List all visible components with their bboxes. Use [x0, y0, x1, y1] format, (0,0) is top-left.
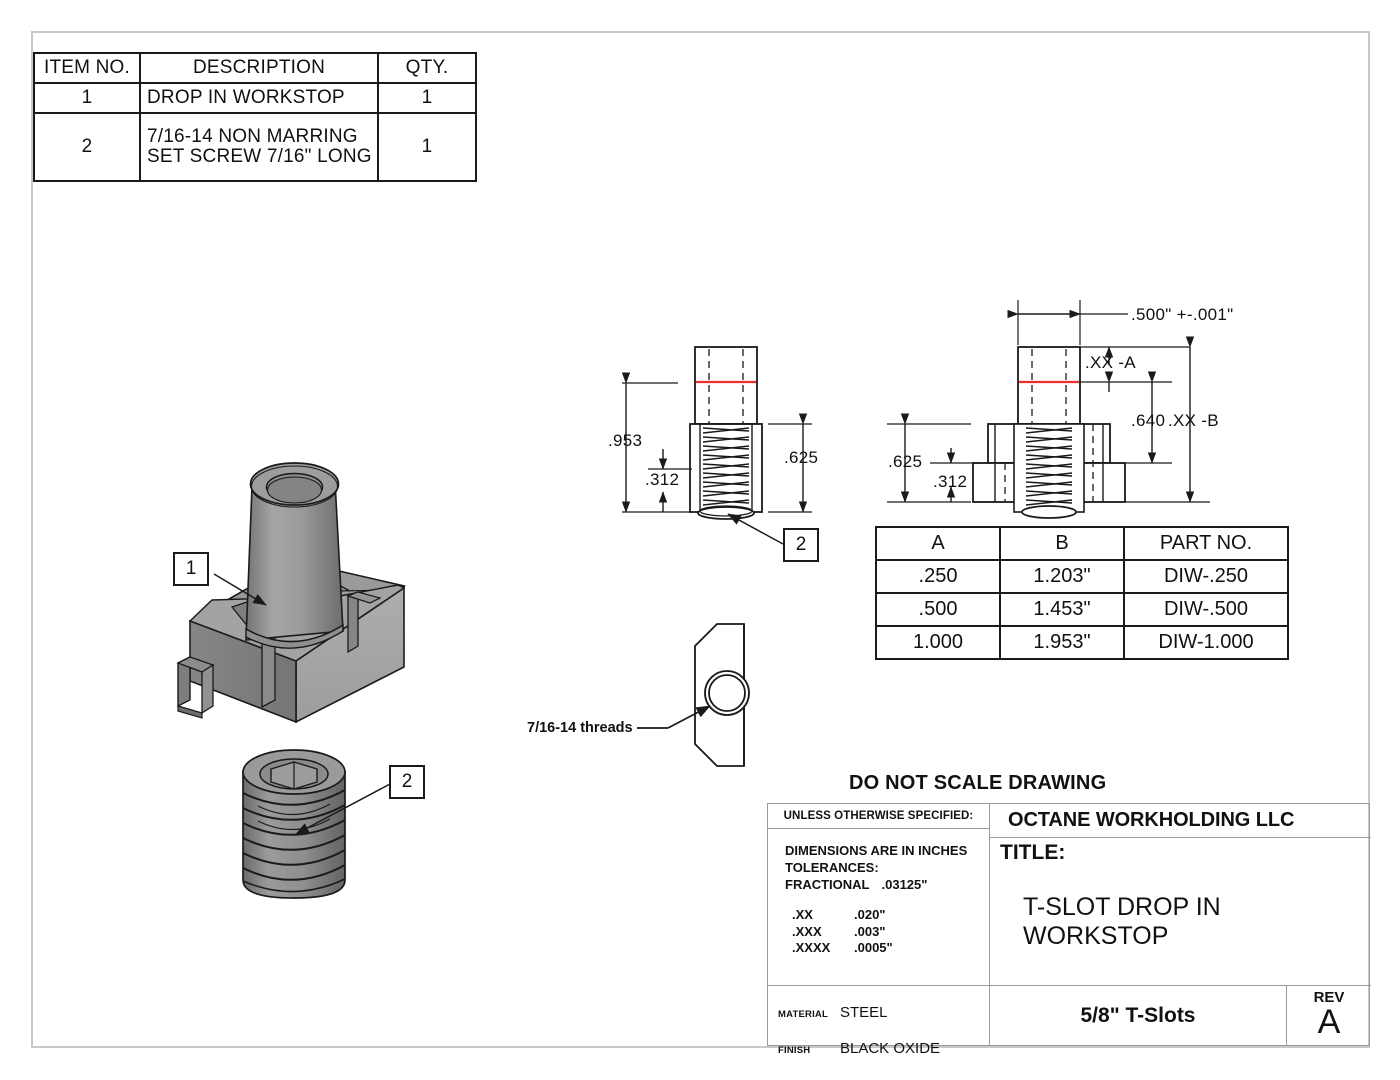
drawing-title-section: TITLE: T-SLOT DROP IN WORKSTOP: [990, 838, 1371, 986]
partno-header-partno: PART NO.: [1123, 526, 1289, 561]
fractional-value: .03125": [881, 876, 928, 892]
material-value: STEEL: [840, 1004, 888, 1021]
tolerance-row: .XXX .003": [785, 924, 989, 941]
dim-text-625: .625: [888, 452, 923, 471]
title-block: UNLESS OTHERWISE SPECIFIED: DIMENSIONS A…: [767, 803, 1371, 1057]
partno-cell-part: DIW-.250: [1123, 559, 1289, 594]
partno-cell-b: 1.453": [999, 592, 1125, 627]
thread-note-label: 7/16-14 threads: [527, 720, 633, 736]
fractional-tolerance-row: FRACTIONAL .03125": [785, 877, 989, 894]
partno-header-a: A: [875, 526, 1001, 561]
title-block-right-column: OCTANE WORKHOLDING LLC TITLE: T-SLOT DRO…: [990, 804, 1371, 1045]
dim-text-312: .312: [933, 472, 968, 491]
bom-header-description: DESCRIPTION: [139, 52, 379, 84]
fractional-label: FRACTIONAL: [785, 876, 870, 892]
part-number-table: A B PART NO. .250 1.203" DIW-.250 .500 1…: [875, 526, 1289, 660]
drawing-border: [31, 31, 1370, 1048]
partno-cell-b: 1.953": [999, 625, 1125, 660]
partno-cell-a: 1.000: [875, 625, 1001, 660]
dim-text-xx-a: .XX -A: [1085, 353, 1136, 372]
partno-row: .250 1.203" DIW-.250: [875, 559, 1289, 594]
partno-row: .500 1.453" DIW-.500: [875, 592, 1289, 627]
dim-text-height-total: .953: [608, 431, 643, 450]
rev-label: REV: [1313, 989, 1345, 1007]
bom-cell-description: 7/16-14 NON MARRING SET SCREW 7/16" LONG: [139, 112, 379, 182]
bom-cell-item: 1: [33, 82, 141, 114]
dim-text-thread-offset: .312: [645, 470, 680, 489]
dim-text-640: .640: [1131, 411, 1166, 430]
bom-row: 1 DROP IN WORKSTOP 1: [33, 82, 477, 114]
bom-cell-qty: 1: [377, 82, 477, 114]
balloon-item-2-iso[interactable]: 2: [389, 765, 425, 799]
bom-header-item-no: ITEM NO.: [33, 52, 141, 84]
tolerance-row: .XX .020": [785, 907, 989, 924]
partno-row: 1.000 1.953" DIW-1.000: [875, 625, 1289, 660]
dim-text-xx-b: .XX -B: [1168, 411, 1219, 430]
balloon-item-2-front[interactable]: 2: [783, 528, 819, 562]
partno-cell-b: 1.203": [999, 559, 1125, 594]
bom-table: ITEM NO. DESCRIPTION QTY. 1 DROP IN WORK…: [33, 52, 477, 182]
finish-row: FINISH BLACK OXIDE: [768, 1040, 989, 1057]
material-row: MATERIAL STEEL: [768, 1004, 989, 1021]
title-value: T-SLOT DROP IN WORKSTOP: [1023, 893, 1221, 950]
partno-cell-a: .250: [875, 559, 1001, 594]
material-finish-section: MATERIAL STEEL FINISH BLACK OXIDE: [768, 986, 989, 1057]
unless-otherwise-specified-label: UNLESS OTHERWISE SPECIFIED:: [768, 804, 989, 829]
bom-cell-description: DROP IN WORKSTOP: [139, 82, 379, 114]
partno-cell-a: .500: [875, 592, 1001, 627]
dim-text-thread-length: .625: [784, 448, 819, 467]
do-not-scale-note: DO NOT SCALE DRAWING: [849, 772, 1107, 794]
tolerances-section: DIMENSIONS ARE IN INCHES TOLERANCES: FRA…: [768, 829, 989, 986]
company-name: OCTANE WORKHOLDING LLC: [990, 804, 1371, 838]
tolerance-value: .020": [854, 906, 886, 922]
tolerance-key: .XXX: [792, 923, 822, 939]
bom-cell-qty: 1: [377, 112, 477, 182]
finish-label: FINISH: [778, 1045, 811, 1056]
partno-header-b: B: [999, 526, 1125, 561]
material-label: MATERIAL: [778, 1009, 828, 1020]
rev-value: A: [1317, 1003, 1341, 1042]
tolerance-value: .0005": [854, 940, 893, 956]
slot-size-value: 5/8" T-Slots: [990, 986, 1287, 1045]
tolerances-label: TOLERANCES:: [785, 859, 879, 875]
tolerance-value: .003": [854, 923, 886, 939]
tolerance-row: .XXXX .0005": [785, 940, 989, 957]
bom-row: 2 7/16-14 NON MARRING SET SCREW 7/16" LO…: [33, 112, 477, 182]
finish-value: BLACK OXIDE: [840, 1040, 941, 1057]
balloon-item-1[interactable]: 1: [173, 552, 209, 586]
partno-header-row: A B PART NO.: [875, 526, 1289, 561]
tolerance-key: .XXXX: [792, 940, 831, 956]
tolerance-key: .XX: [792, 906, 813, 922]
title-block-bottom-row: 5/8" T-Slots REV A: [990, 986, 1371, 1045]
partno-cell-part: DIW-1.000: [1123, 625, 1289, 660]
revision-cell: REV A: [1287, 986, 1371, 1045]
dim-text-width-500: .500" +-.001": [1131, 305, 1234, 324]
bom-header-row: ITEM NO. DESCRIPTION QTY.: [33, 52, 477, 84]
title-label: TITLE:: [1000, 841, 1066, 864]
title-block-left-column: UNLESS OTHERWISE SPECIFIED: DIMENSIONS A…: [768, 804, 990, 1057]
bom-cell-item: 2: [33, 112, 141, 182]
bom-header-qty: QTY.: [377, 52, 477, 84]
dimensions-note: DIMENSIONS ARE IN INCHES: [785, 843, 968, 858]
partno-cell-part: DIW-.500: [1123, 592, 1289, 627]
